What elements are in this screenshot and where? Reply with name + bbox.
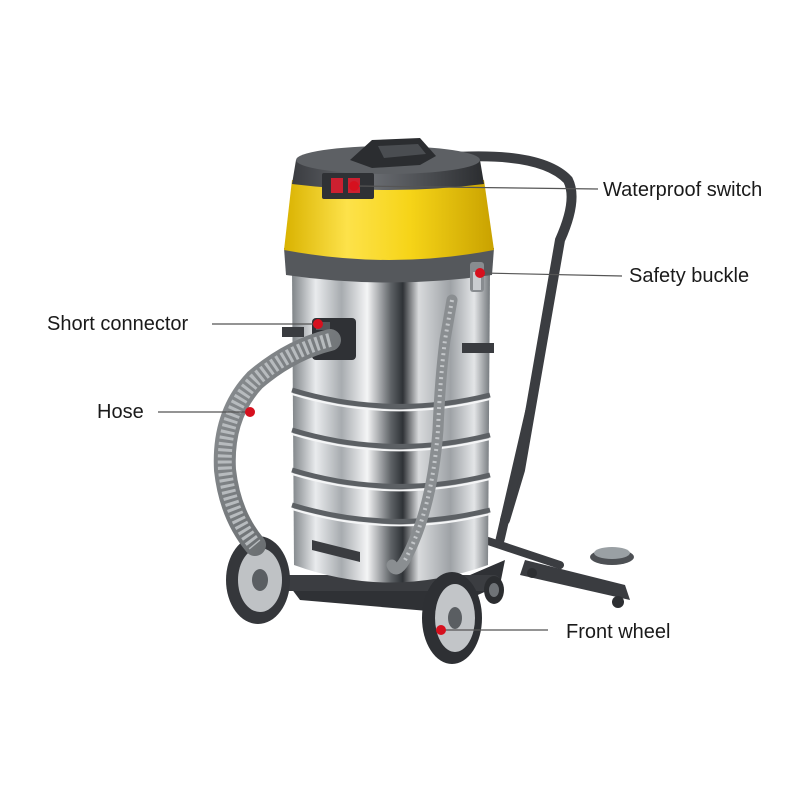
label-short-connector: Short connector xyxy=(47,313,189,335)
label-safety-buckle: Safety buckle xyxy=(629,265,750,287)
marker-short-connector xyxy=(313,319,323,329)
label-hose: Hose xyxy=(97,401,144,423)
leader-lines xyxy=(158,185,623,631)
marker-hose xyxy=(245,407,255,417)
front-wheel xyxy=(422,572,482,664)
drain-hose xyxy=(386,294,458,575)
callout-markers xyxy=(245,181,485,635)
yellow-motor-head xyxy=(284,138,494,283)
label-front-wheel: Front wheel xyxy=(566,621,671,643)
left-wheel xyxy=(226,536,290,624)
label-waterproof-switch: Waterproof switch xyxy=(603,179,763,201)
marker-safety-buckle xyxy=(475,268,485,278)
handle-frame xyxy=(435,151,577,545)
marker-waterproof-switch xyxy=(349,181,359,191)
rear-caster xyxy=(484,576,504,604)
main-hose xyxy=(213,329,341,556)
steel-tank xyxy=(282,270,494,583)
marker-front-wheel xyxy=(436,625,446,635)
squeegee-attachment xyxy=(481,536,634,608)
